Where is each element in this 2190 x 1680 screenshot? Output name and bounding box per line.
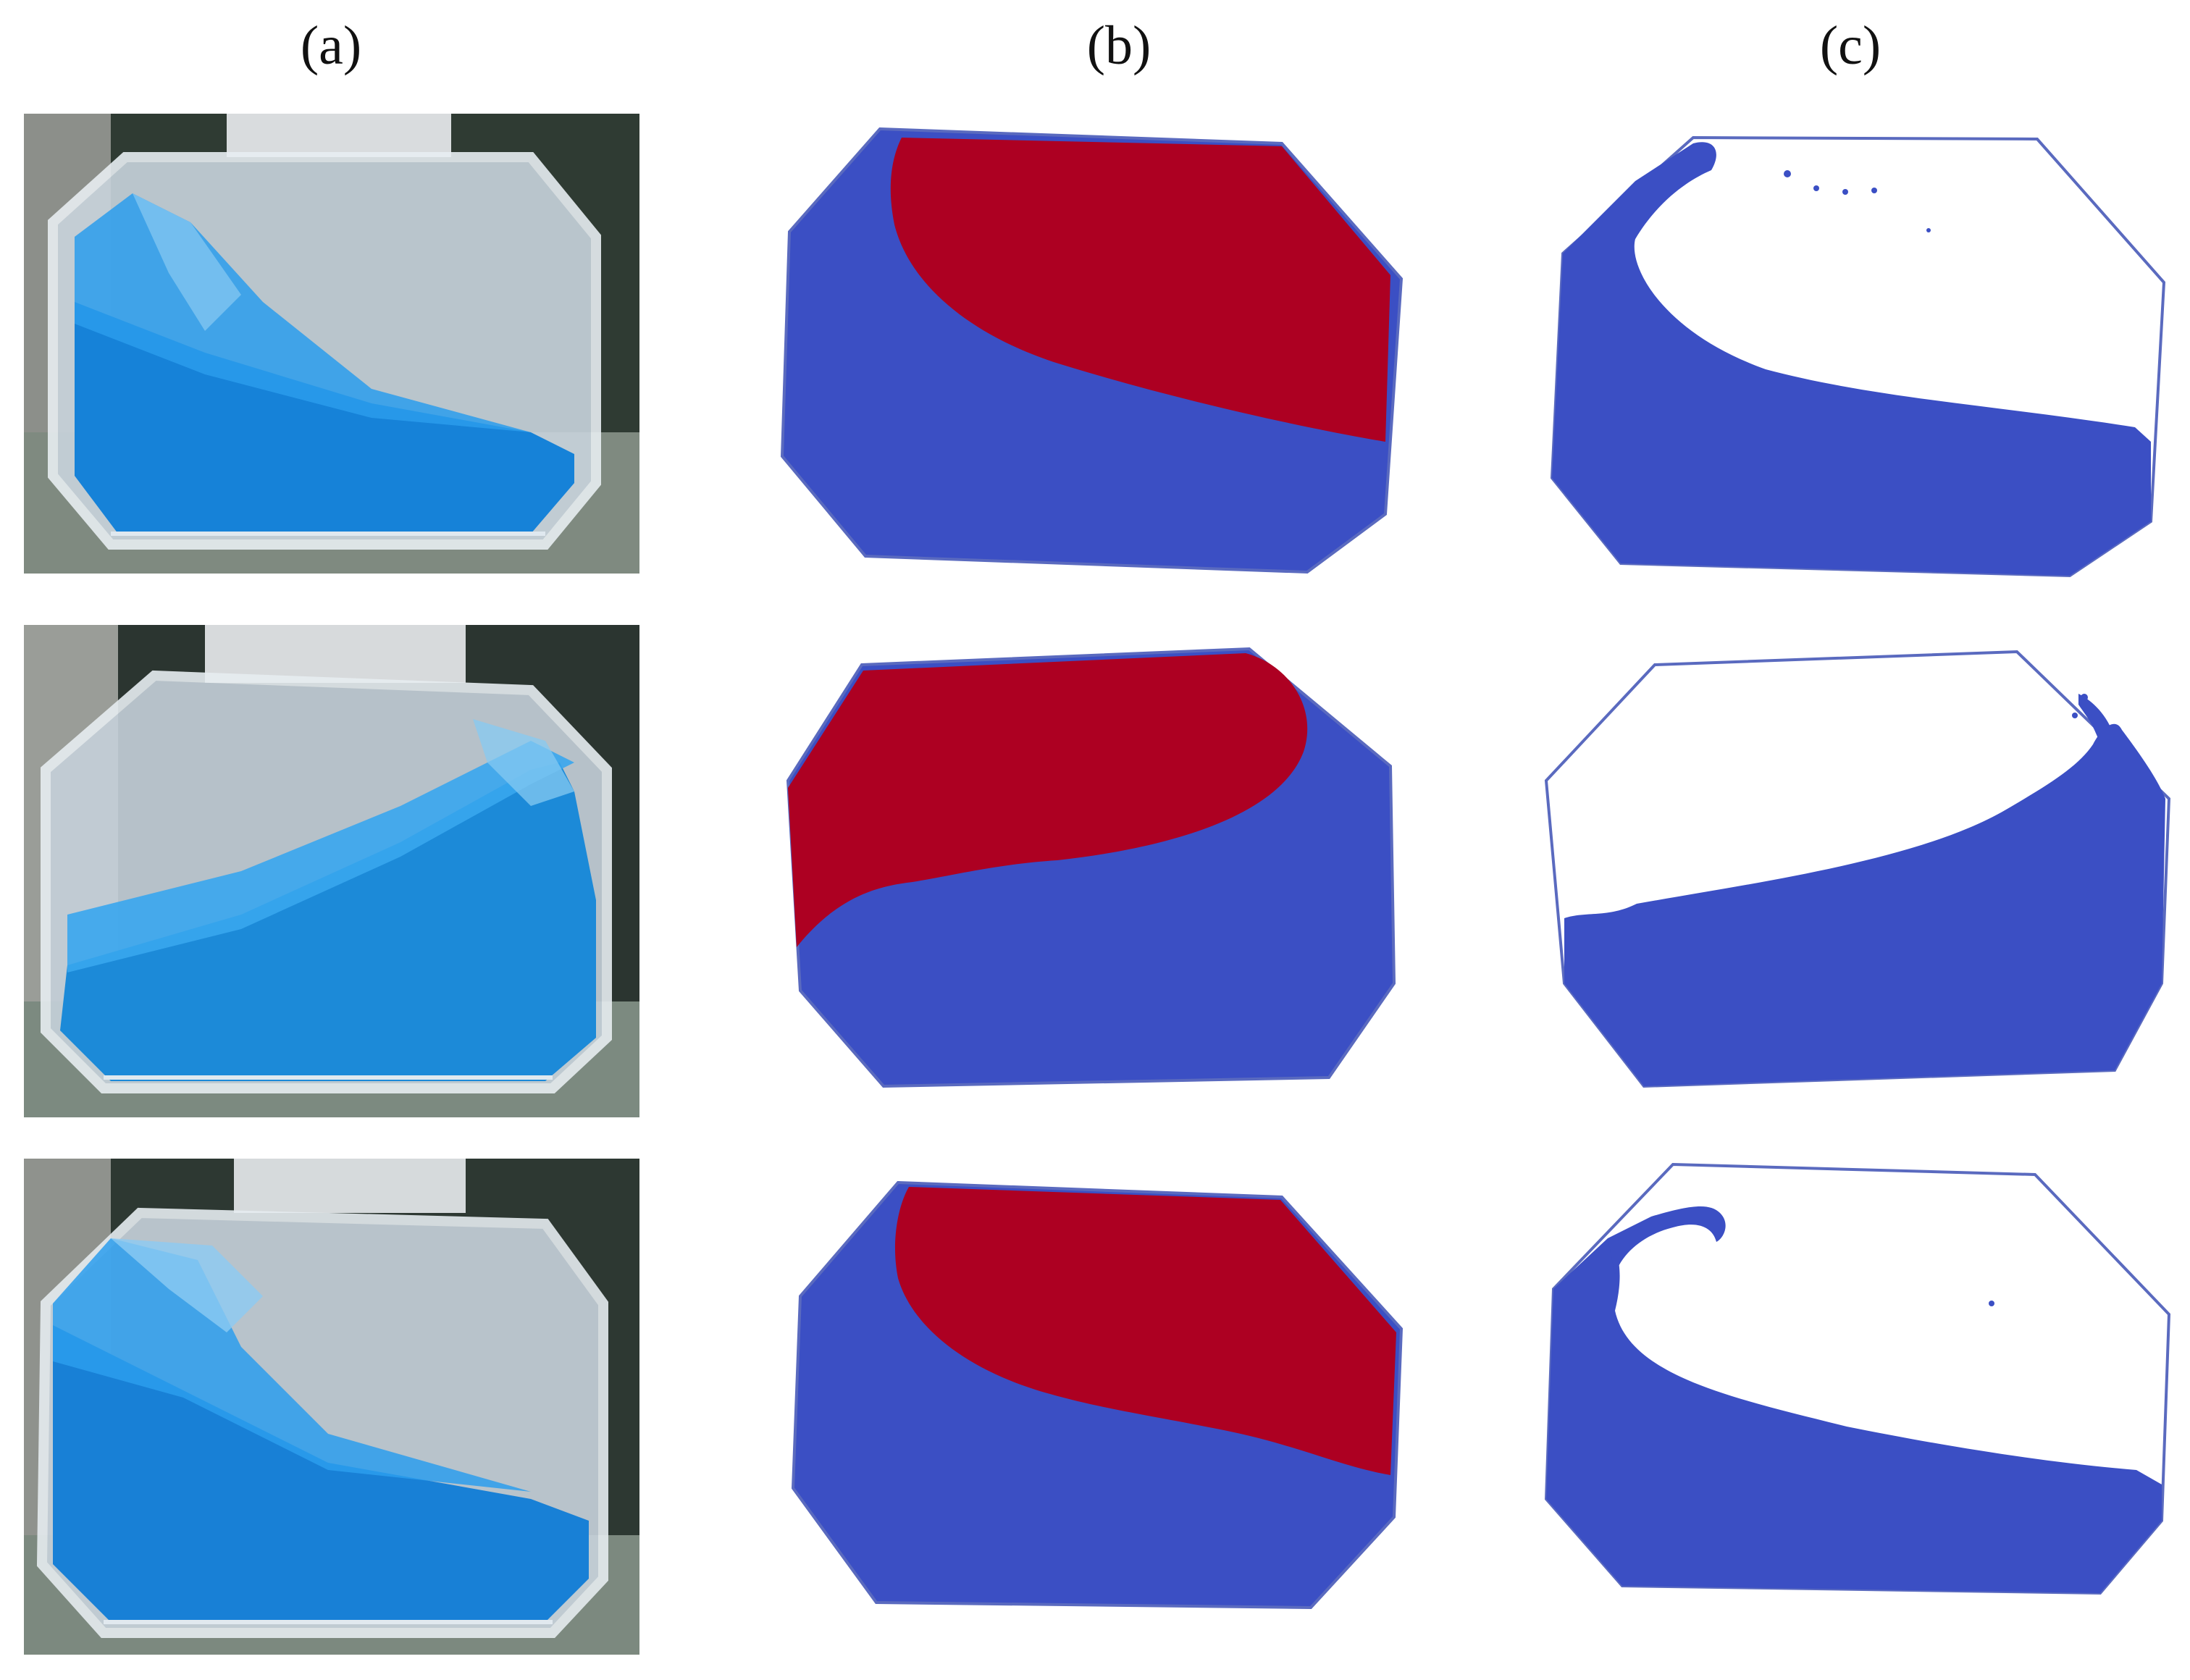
liquid-only-simulation-row-2 [1543,643,2173,1092]
experiment-photo-row-1 [24,114,639,574]
column-label-c: (c) [1819,15,1881,76]
liquid-only-simulation-row-1 [1548,130,2171,583]
experiment-photo-row-3 [24,1159,639,1655]
two-phase-simulation-row-1 [779,123,1409,579]
column-label-b: (b) [1086,15,1151,76]
two-phase-simulation-row-3 [789,1177,1412,1615]
two-phase-simulation-row-2 [782,643,1412,1088]
experiment-photo-row-2 [24,625,639,1117]
column-label-a: (a) [300,15,362,76]
liquid-only-simulation-row-3 [1543,1159,2173,1600]
